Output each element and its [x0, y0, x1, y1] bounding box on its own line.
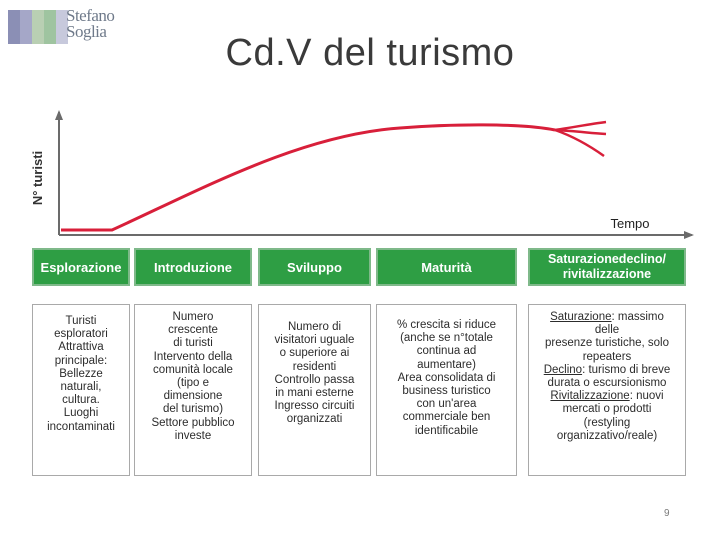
desc-text: : nuovi — [629, 390, 664, 403]
desc-line: organizzati — [286, 413, 343, 426]
desc-line: cultura. — [62, 394, 100, 407]
desc-line: residenti — [292, 360, 337, 373]
desc-line: Rivitalizzazione: nuovi — [529, 390, 685, 403]
desc-line: esploratori — [54, 328, 108, 341]
phase-label: Saturazionedeclino/ rivitalizzazione — [547, 252, 667, 281]
logo-text-line1: Stefano — [66, 6, 115, 25]
desc-line: o superiore ai — [279, 347, 350, 360]
phase-label: Sviluppo — [287, 259, 342, 275]
rejuvenation-branch — [554, 120, 607, 132]
desc-line: Declino: turismo di breve — [529, 364, 685, 377]
desc-line: repeaters — [582, 350, 632, 363]
desc-line: (restyling — [583, 416, 631, 429]
phase-sviluppo: Sviluppo — [258, 248, 371, 286]
phase-maturita: Maturità — [376, 248, 517, 286]
desc-saturazione-declino: Saturazione: massimo delle presenze turi… — [528, 304, 686, 476]
desc-line: Intervento della — [153, 350, 233, 363]
logo-mark — [8, 10, 70, 44]
desc-text: : turismo di breve — [582, 363, 671, 376]
desc-line: in mani esterne — [275, 387, 354, 400]
desc-line: Controllo passa — [274, 373, 355, 386]
logo-bar — [32, 10, 44, 44]
logo-bar — [20, 10, 32, 44]
desc-line: continua ad — [416, 345, 477, 358]
tourism-lifecycle-chart: N° turisti Tempo — [30, 110, 694, 239]
desc-line: identificabile — [414, 424, 479, 437]
term-saturazione: Saturazione — [550, 311, 612, 323]
desc-line: Attrattiva — [58, 341, 104, 354]
desc-line: investe — [174, 429, 212, 442]
logo: Stefano Soglia — [8, 6, 134, 46]
logo-bar — [8, 10, 20, 44]
phase-label: Esplorazione — [40, 259, 122, 275]
desc-line: visitatori uguale — [274, 334, 355, 347]
desc-line: durata o escursionismo — [547, 377, 667, 390]
desc-line: organizzativo/reale) — [556, 429, 658, 442]
desc-line: Settore pubblico — [151, 416, 235, 429]
term-rivitalizzazione: Rivitalizzazione — [550, 390, 630, 403]
x-axis-label: Tempo — [610, 216, 649, 231]
desc-line: comunità locale — [153, 363, 233, 376]
desc-line: Bellezze — [59, 367, 103, 380]
desc-line: naturali, — [60, 381, 102, 394]
desc-line: (tipo e — [177, 377, 209, 390]
lifecycle-curve — [61, 123, 556, 232]
page-number: 9 — [664, 508, 670, 519]
desc-line: Numero di — [287, 321, 342, 333]
desc-line: Turisti — [65, 315, 97, 327]
desc-line: business turistico — [402, 385, 491, 398]
logo-bar — [56, 10, 68, 44]
desc-line: del turismo) — [162, 403, 224, 416]
phase-saturazione-declino: Saturazionedeclino/ rivitalizzazione — [528, 248, 686, 286]
desc-line: Ingresso circuiti — [274, 400, 355, 413]
phase-introduzione: Introduzione — [134, 248, 252, 286]
logo-text: Stefano Soglia — [66, 6, 115, 41]
desc-line: commerciale ben — [402, 411, 491, 424]
desc-line: Numero — [172, 311, 214, 323]
phase-label: Introduzione — [154, 259, 232, 275]
page-title: Cd.V del turismo — [225, 32, 515, 74]
phase-label: Maturità — [421, 259, 472, 275]
logo-bar — [44, 10, 56, 44]
desc-line: con un'area — [416, 398, 477, 411]
desc-line: aumentare) — [417, 358, 476, 371]
desc-line: % crescita si riduce — [396, 319, 497, 331]
desc-line: principale: — [54, 354, 108, 367]
phase-esplorazione: Esplorazione — [32, 248, 130, 286]
stabilization-branch — [554, 128, 607, 136]
desc-line: Area consolidata di — [397, 371, 496, 384]
y-axis-label: N° turisti — [30, 151, 45, 205]
desc-line: delle — [594, 324, 620, 337]
desc-line: Luoghi — [63, 407, 99, 420]
desc-text: : massimo — [611, 311, 664, 323]
desc-line: presenze turistiche, solo — [544, 337, 669, 350]
desc-line: (anche se n°totale — [400, 332, 493, 345]
desc-sviluppo: Numero di visitatori uguale o superiore … — [258, 304, 371, 476]
desc-line: mercati o prodotti — [562, 403, 652, 416]
desc-line: crescente — [168, 324, 218, 337]
desc-maturita: % crescita si riduce (anche se n°totale … — [376, 304, 517, 476]
desc-line: incontaminati — [47, 420, 115, 433]
term-declino: Declino — [543, 363, 583, 376]
desc-esplorazione: Turisti esploratori Attrattiva principal… — [32, 304, 130, 476]
desc-line: di turisti — [173, 337, 213, 350]
desc-introduzione: Numero crescente di turisti Intervento d… — [134, 304, 252, 476]
desc-line: Saturazione: massimo — [529, 311, 685, 324]
desc-line: dimensione — [163, 390, 223, 403]
logo-text-line2: Soglia — [66, 22, 107, 41]
decline-branch — [554, 128, 605, 158]
